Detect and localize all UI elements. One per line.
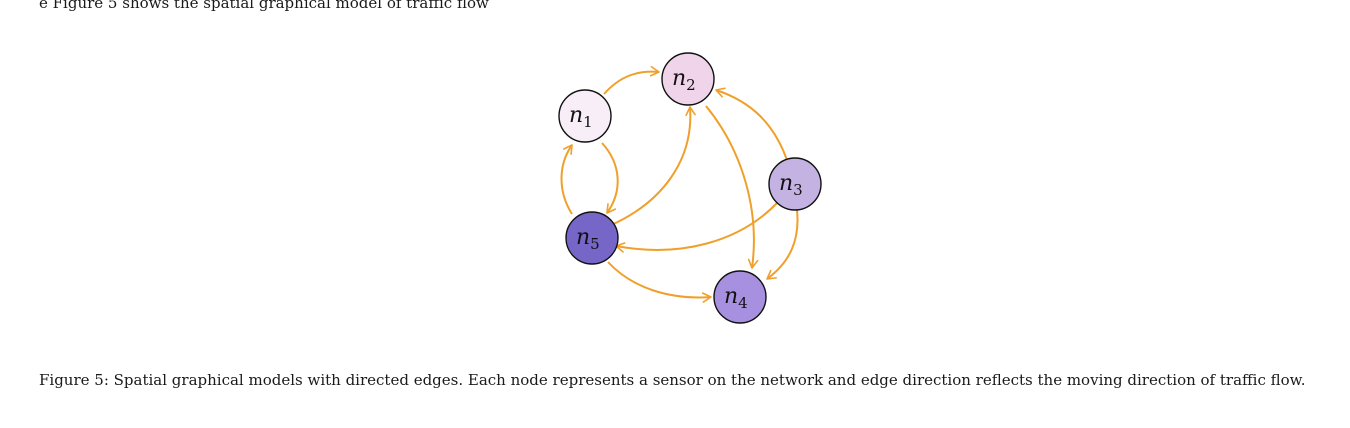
node-n3-label: n3 [779,171,803,199]
edge-n5-n1 [560,144,573,215]
node-n2-label: n2 [672,66,696,94]
edge-n3-n2 [715,87,788,161]
node-n3 [768,157,822,211]
nodes-group [558,52,822,324]
directed-graph-diagram: n1 n2 n3 n4 n5 [558,52,822,324]
node-n5 [565,211,619,265]
node-n4 [713,270,767,324]
edge-n3-n4 [766,209,799,280]
edge-n1-n5 [601,142,619,214]
edge-n5-n4 [607,261,712,303]
node-n1 [558,89,612,143]
previous-page-text-fragment: e Figure 5 shows the spatial graphical m… [39,0,489,12]
edge-n1-n2 [603,65,660,95]
node-labels-group: n1 n2 n3 n4 n5 [569,66,803,312]
node-n1-label: n1 [569,103,593,131]
edge-n5-n2 [608,106,696,227]
figure-caption: Figure 5: Spatial graphical models with … [39,371,1306,389]
node-n4-label: n4 [724,284,748,312]
edge-n3-n5 [615,201,779,253]
edges-group [560,65,799,303]
edge-n2-n4 [705,105,759,269]
node-n2 [661,52,715,106]
node-n5-label: n5 [576,225,600,253]
